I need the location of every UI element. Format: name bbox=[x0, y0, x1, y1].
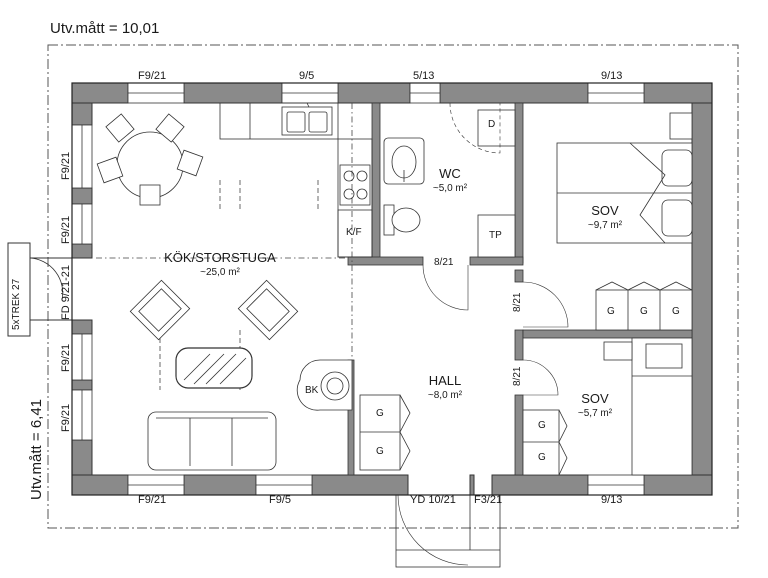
room-sov1-name: SOV bbox=[591, 203, 619, 218]
room-kitchen-name: KÖK/STORSTUGA bbox=[164, 250, 276, 265]
interior-walls bbox=[347, 102, 693, 476]
room-sov1-area: ~9,7 m² bbox=[587, 220, 623, 231]
opening-bottom-913: 9/13 bbox=[601, 494, 623, 506]
door-wc-label: 8/21 bbox=[434, 257, 454, 268]
bed-1 bbox=[556, 112, 693, 244]
opening-left-f921-c: F9/21 bbox=[60, 343, 72, 372]
room-kitchen-area: ~25,0 m² bbox=[200, 267, 240, 278]
closet-g-hall-1: G bbox=[376, 408, 384, 419]
armchairs bbox=[129, 279, 299, 341]
closet-g-sov2-2: G bbox=[538, 452, 546, 463]
dashed-guides bbox=[96, 103, 353, 360]
opening-bottom-f95: F9/5 bbox=[269, 494, 292, 506]
closet-g-sov1-2: G bbox=[640, 306, 648, 317]
room-wc-label: WC ~5,0 m² bbox=[415, 166, 485, 194]
wc-fixtures bbox=[383, 109, 516, 258]
room-hall-label: HALL ~8,0 m² bbox=[410, 373, 480, 401]
closet-g-sov2-1: G bbox=[538, 420, 546, 431]
opening-top-513: 5/13 bbox=[413, 70, 435, 82]
room-hall-area: ~8,0 m² bbox=[427, 390, 463, 401]
closet-g-sov1-1: G bbox=[607, 306, 615, 317]
sofa bbox=[147, 411, 277, 471]
opening-bottom-yd: YD 10/21 bbox=[410, 494, 456, 506]
bed-2 bbox=[603, 337, 693, 476]
opening-top-95: 9/5 bbox=[299, 70, 315, 82]
door-arcs bbox=[397, 264, 569, 566]
width-dimension: Utv.mått = 10,01 bbox=[50, 20, 160, 37]
room-sov1-label: SOV ~9,7 m² bbox=[570, 203, 640, 231]
opening-left-f921-b: F9/21 bbox=[60, 215, 72, 244]
fixture-kf: K/F bbox=[346, 227, 362, 238]
door-sov1-label: 8/21 bbox=[512, 292, 523, 312]
room-wc-name: WC bbox=[439, 166, 461, 181]
closets-hall bbox=[359, 394, 411, 471]
room-sov2-area: ~5,7 m² bbox=[577, 408, 613, 419]
opening-bottom-f921: F9/21 bbox=[138, 494, 167, 506]
opening-bottom-f321: F3/21 bbox=[474, 494, 503, 506]
closet-g-hall-2: G bbox=[376, 446, 384, 457]
opening-left-f921-d: F9/21 bbox=[60, 403, 72, 432]
closets-2 bbox=[522, 409, 568, 476]
coffee-table bbox=[175, 347, 253, 389]
height-dimension: Utv.mått = 6,41 bbox=[28, 398, 45, 500]
opening-left-f921-a: F9/21 bbox=[60, 151, 72, 180]
door-sov2-label: 8/21 bbox=[512, 366, 523, 386]
exterior-walls bbox=[71, 82, 713, 496]
opening-left-fd: FD 9/21-21 bbox=[60, 264, 72, 320]
stairs-label: 5xTREK 27 bbox=[11, 278, 22, 330]
room-wc-area: ~5,0 m² bbox=[432, 183, 468, 194]
dining-set bbox=[96, 113, 204, 206]
fixture-d: D bbox=[488, 119, 496, 130]
fixture-bk: BK bbox=[305, 385, 319, 396]
room-hall-name: HALL bbox=[428, 373, 462, 388]
opening-top-913: 9/13 bbox=[601, 70, 623, 82]
room-kitchen-label: KÖK/STORSTUGA ~25,0 m² bbox=[150, 250, 290, 278]
closets-1 bbox=[595, 281, 693, 331]
room-sov2-label: SOV ~5,7 m² bbox=[560, 391, 630, 419]
closet-g-sov1-3: G bbox=[672, 306, 680, 317]
fixture-tp: TP bbox=[489, 230, 502, 241]
kitchen-counter bbox=[219, 102, 373, 258]
stove bbox=[296, 359, 353, 411]
stairs bbox=[7, 242, 72, 337]
room-sov2-name: SOV bbox=[581, 391, 609, 406]
opening-top-f921: F9/21 bbox=[138, 70, 167, 82]
outer-boundary bbox=[47, 44, 739, 529]
